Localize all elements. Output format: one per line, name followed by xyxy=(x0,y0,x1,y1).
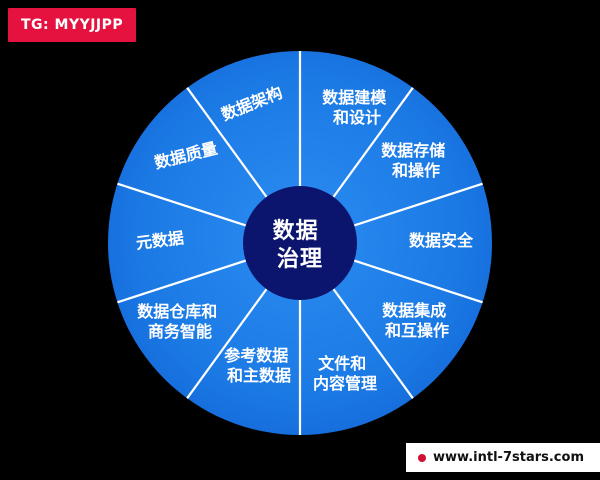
telegram-watermark-badge: TG: MYYJJPP xyxy=(8,8,137,42)
wheel-center-circle xyxy=(243,186,357,300)
label-line: 和操作 xyxy=(392,161,440,180)
label-line: 数据 xyxy=(273,218,319,244)
center-label-data-governance: 数据 治理 xyxy=(273,218,328,272)
divider-line xyxy=(353,182,483,227)
website-watermark-text: www.intl-7stars.com xyxy=(433,450,584,465)
label-line: 数据仓库和 xyxy=(137,302,217,321)
divider-line xyxy=(353,259,483,304)
label-line: 商务智能 xyxy=(148,322,212,341)
sector-label-data-warehousing-bi: 数据仓库和 商务智能 xyxy=(137,302,223,341)
divider-line xyxy=(332,288,414,399)
telegram-watermark-text: TG: MYYJJPP xyxy=(21,17,124,33)
label-line: 文件和 xyxy=(318,354,366,373)
divider-line xyxy=(117,182,247,227)
red-dot-icon xyxy=(418,453,427,462)
label-line: 治理 xyxy=(277,246,323,272)
label-line: 数据集成 xyxy=(382,301,446,320)
sector-label-data-storage-and-operations: 数据存储 和操作 xyxy=(381,141,451,180)
divider-line xyxy=(186,87,268,198)
label-line: 内容管理 xyxy=(313,374,377,393)
label-line: 数据存储 xyxy=(381,141,445,160)
divider-line xyxy=(332,87,414,198)
sector-dividers xyxy=(117,51,483,435)
divider-line xyxy=(186,288,268,399)
sector-label-reference-and-master-data: 参考数据 和主数据 xyxy=(224,346,294,385)
sector-label-data-security: 数据安全 xyxy=(409,231,474,250)
label-line: 参考数据 xyxy=(224,346,288,365)
sector-label-data-integration-interop: 数据集成 和互操作 xyxy=(382,301,452,340)
label-line: 和设计 xyxy=(333,108,381,127)
website-watermark-badge: www.intl-7stars.com xyxy=(406,443,600,472)
divider-line xyxy=(117,259,247,304)
label-line: 和主数据 xyxy=(227,366,291,385)
label-line: 数据建模 xyxy=(322,88,387,107)
sector-label-document-content-management: 文件和 内容管理 xyxy=(313,354,377,393)
sector-label-data-modeling-and-design: 数据建模 和设计 xyxy=(322,88,392,127)
label-line: 和互操作 xyxy=(385,321,449,340)
